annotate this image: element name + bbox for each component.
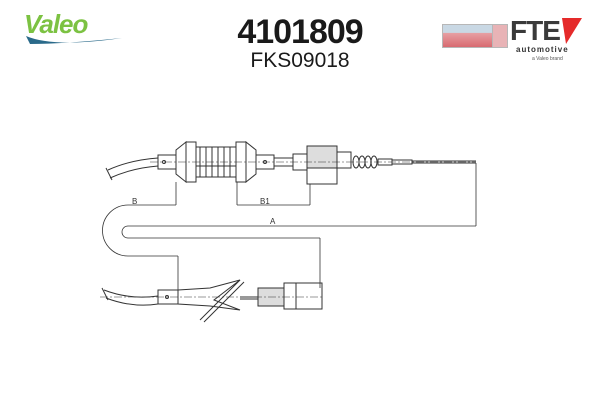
- product-box-side: [492, 24, 508, 48]
- fte-wordmark: FTE: [510, 15, 561, 46]
- part-number: 4101809: [237, 13, 363, 51]
- valeo-swoosh-icon: [26, 36, 122, 44]
- lower-cable-assembly: [100, 279, 323, 323]
- dimension-label-a: A: [270, 217, 276, 226]
- valeo-logo: Valeo: [24, 10, 124, 50]
- fte-tagline: a Valeo brand: [532, 56, 563, 62]
- product-box-image: [442, 24, 494, 48]
- upper-cable-assembly: [105, 140, 476, 185]
- fte-subtitle: automotive: [516, 45, 569, 54]
- dimension-label-b: B: [132, 197, 138, 206]
- dimension-lines: [102, 163, 477, 290]
- fte-logo: FTE automotive a Valeo brand: [442, 12, 582, 72]
- dimension-label-b1: B1: [260, 197, 270, 206]
- valeo-wordmark: Valeo: [24, 9, 88, 39]
- reference-number: FKS09018: [250, 49, 350, 72]
- fte-red-flag-icon: [562, 18, 582, 44]
